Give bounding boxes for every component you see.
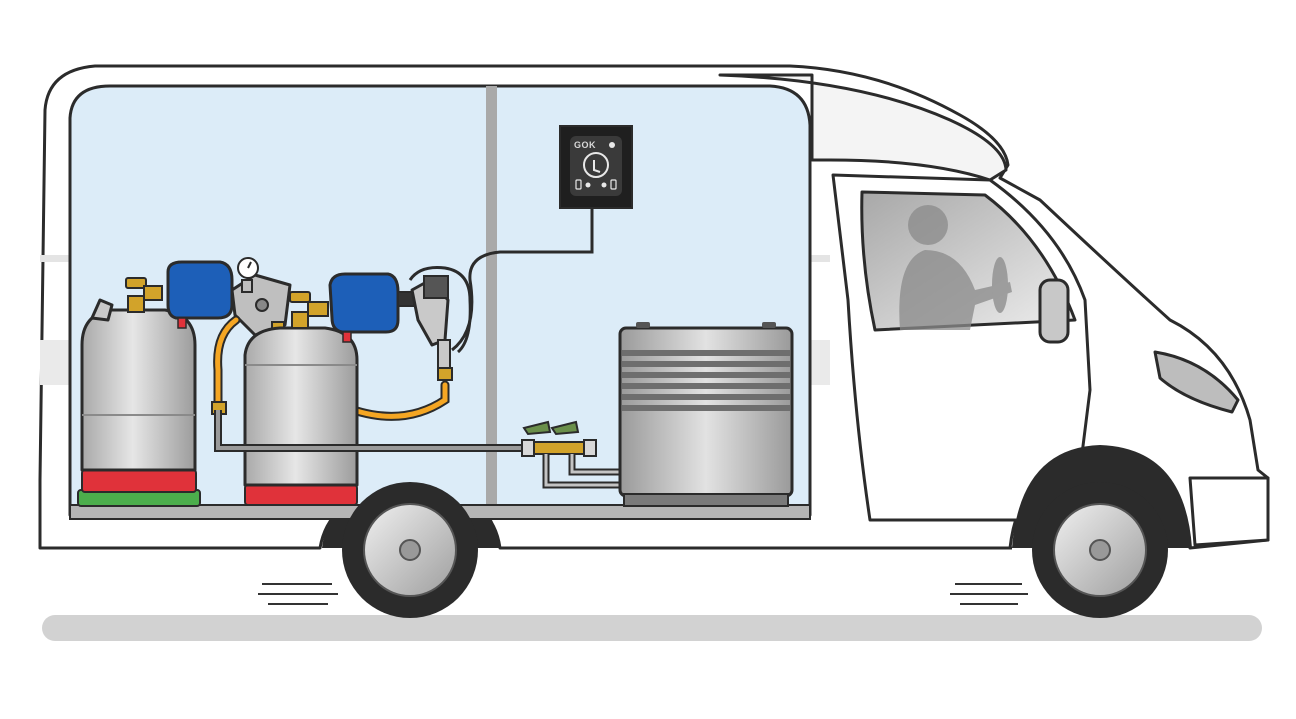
hose-left-fill bbox=[215, 317, 239, 408]
cylinder-icon-right bbox=[610, 179, 617, 190]
gas-cylinder-left bbox=[77, 277, 201, 507]
cylinder-icon-left bbox=[575, 179, 582, 190]
overcab bbox=[718, 73, 1008, 182]
indicator-dot-1 bbox=[585, 182, 591, 188]
control-panel: GOK bbox=[559, 125, 633, 209]
partition-post bbox=[486, 86, 497, 506]
red-clip-right bbox=[342, 331, 352, 343]
front-wheel bbox=[1032, 482, 1168, 618]
heater-pipe-2-fill bbox=[570, 454, 620, 474]
hand-touch-icon bbox=[593, 160, 601, 173]
sensor-cable bbox=[451, 205, 594, 352]
pressure-sensor-unit bbox=[397, 275, 453, 381]
rear-wheel bbox=[342, 482, 478, 618]
panel-led bbox=[609, 142, 615, 148]
driver-silhouette bbox=[899, 205, 1012, 330]
blue-coupling-left bbox=[166, 260, 234, 320]
blue-coupling-right bbox=[328, 272, 400, 334]
valve-handle-1[interactable] bbox=[522, 420, 552, 436]
red-clip-left bbox=[177, 317, 187, 329]
indicator-dot-2 bbox=[601, 182, 607, 188]
pressure-gauge-icon bbox=[237, 257, 259, 279]
heater-pipe-1-fill bbox=[544, 454, 620, 487]
front-bumper bbox=[1188, 476, 1270, 547]
sensor-cable-2 bbox=[408, 266, 472, 354]
touch-button-icon[interactable] bbox=[583, 152, 609, 178]
valve-block bbox=[521, 420, 597, 457]
gas-heater bbox=[618, 322, 794, 507]
speed-lines-front bbox=[950, 583, 1028, 605]
supply-pipe-fill bbox=[216, 410, 530, 450]
panel-brand-label: GOK bbox=[574, 140, 596, 150]
road bbox=[42, 615, 1262, 641]
side-mirror bbox=[1038, 278, 1070, 344]
headlight bbox=[1153, 350, 1240, 414]
speed-lines-rear bbox=[258, 583, 338, 605]
valve-handle-2[interactable] bbox=[550, 420, 580, 436]
